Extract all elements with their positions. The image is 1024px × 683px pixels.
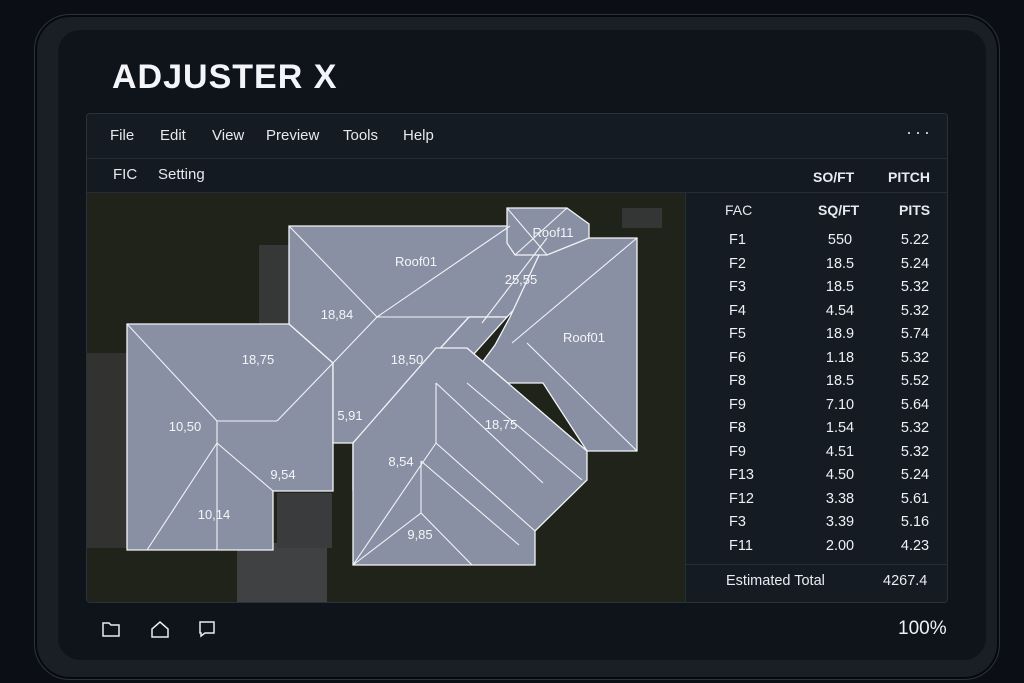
pitch-cell: 5.32 xyxy=(900,302,930,319)
pitch-cell: 5.52 xyxy=(900,373,930,389)
pitch-cell: 5.22 xyxy=(900,232,930,248)
facet-cell: F3 xyxy=(729,514,746,530)
facet-cell: F13 xyxy=(729,467,754,483)
pitch-cell: 5.61 xyxy=(900,490,930,507)
facet-cell: F3 xyxy=(729,279,746,295)
roof-label-9-54: 9,54 xyxy=(270,467,295,482)
roof-label-5-91: 5,91 xyxy=(337,408,362,423)
sqft-cell: 3.39 xyxy=(825,514,855,530)
pitch-cell: 5.24 xyxy=(900,467,930,483)
sqft-cell: 550 xyxy=(827,232,853,248)
table-row[interactable]: F5 18.9 5.74 xyxy=(686,326,947,349)
sqft-cell: 2.00 xyxy=(825,537,855,554)
sqft-cell: 4.50 xyxy=(825,467,855,483)
table-row[interactable]: F13 4.50 5.24 xyxy=(686,467,947,490)
pitch-cell: 5.32 xyxy=(900,349,930,366)
tab-fic[interactable]: FIC xyxy=(113,166,138,183)
roof-label-8-54: 8,54 xyxy=(388,454,413,469)
more-options-icon[interactable]: ··· xyxy=(906,122,933,142)
facet-cell: F12 xyxy=(729,490,754,507)
sqft-cell: 18.5 xyxy=(825,255,855,272)
pitch-cell: 4.23 xyxy=(900,537,930,554)
menu-view[interactable]: View xyxy=(212,127,245,144)
sqft-cell: 7.10 xyxy=(825,396,855,413)
facet-cell: F4 xyxy=(729,302,746,319)
column-pitch-header: PITCH xyxy=(888,169,930,185)
sqft-cell: 4.54 xyxy=(825,302,855,319)
facet-cell: F2 xyxy=(729,255,746,272)
pitch-cell: 5.16 xyxy=(900,514,930,530)
sqft-cell: 3.38 xyxy=(825,490,855,507)
comment-icon[interactable] xyxy=(196,618,218,640)
menu-preview[interactable]: Preview xyxy=(266,127,320,144)
pitch-cell: 5.64 xyxy=(900,396,930,413)
table-row[interactable]: F4 4.54 5.32 xyxy=(686,302,947,326)
estimated-total-row: Estimated Total 4267.4 xyxy=(686,564,947,602)
facet-cell: F8 xyxy=(729,373,746,389)
roof-label-18-75-b: 18,75 xyxy=(485,417,518,432)
estimated-total-value: 4267.4 xyxy=(883,573,928,589)
roof-label-18-75: 18,75 xyxy=(242,352,275,367)
roof-label-roof11: Roof11 xyxy=(533,225,574,240)
folder-icon[interactable] xyxy=(100,618,122,640)
table-row[interactable]: F8 1.54 5.32 xyxy=(686,420,947,443)
sqft-cell: 1.18 xyxy=(825,349,855,366)
facet-cell: F8 xyxy=(729,420,746,436)
menu-tools[interactable]: Tools xyxy=(343,127,379,144)
app-title: ADJUSTER X xyxy=(112,58,338,96)
sqft-cell: 18.5 xyxy=(825,279,855,295)
pitch-cell: 5.32 xyxy=(900,443,930,460)
table-row[interactable]: F8 18.5 5.52 xyxy=(686,373,947,396)
table-row[interactable]: F2 18.5 5.24 xyxy=(686,255,947,279)
sqft-cell: 1.54 xyxy=(825,420,855,436)
table-row[interactable]: F3 18.5 5.32 xyxy=(686,279,947,302)
menu-bar: File Edit View Preview Tools Help ··· xyxy=(87,114,947,159)
facet-cell: F5 xyxy=(729,326,746,342)
column-sqft-header: SO/FT xyxy=(813,169,855,185)
column-fac-header: FAC xyxy=(725,202,753,218)
facet-cell: F11 xyxy=(729,537,753,554)
roof-label-10-50: 10,50 xyxy=(169,419,202,434)
table-row[interactable]: F6 1.18 5.32 xyxy=(686,349,947,373)
tab-setting[interactable]: Setting xyxy=(158,166,205,183)
zoom-level[interactable]: 100% xyxy=(898,618,947,639)
table-row[interactable]: F3 3.39 5.16 xyxy=(686,514,947,537)
roof-diagram[interactable]: Roof01 Roof11 25,55 Roof01 18,84 18,75 1… xyxy=(87,193,685,602)
toolbar: FIC Setting SO/FT PITCH xyxy=(87,159,947,193)
home-icon[interactable] xyxy=(149,618,171,640)
table-row[interactable]: F9 7.10 5.64 xyxy=(686,396,947,420)
roof-label-roof01: Roof01 xyxy=(395,254,437,269)
facet-cell: F1 xyxy=(729,232,746,248)
column-pits-header: PITS xyxy=(899,202,931,218)
roof-map[interactable]: Roof01 Roof11 25,55 Roof01 18,84 18,75 1… xyxy=(87,193,685,602)
pitch-cell: 5.74 xyxy=(900,326,930,342)
pitch-cell: 5.32 xyxy=(900,420,930,436)
sqft-cell: 18.9 xyxy=(825,326,855,342)
table-row[interactable]: F11 2.00 4.23 xyxy=(686,537,947,561)
estimated-total-label: Estimated Total xyxy=(726,573,825,589)
menu-edit[interactable]: Edit xyxy=(160,127,186,144)
roof-label-18-50: 18,50 xyxy=(391,352,424,367)
roof-label-10-14: 10,14 xyxy=(198,507,231,522)
table-row[interactable]: F9 4.51 5.32 xyxy=(686,443,947,467)
roof-label-18-84: 18,84 xyxy=(321,307,354,322)
sqft-cell: 4.51 xyxy=(825,443,855,460)
pitch-cell: 5.32 xyxy=(900,279,930,295)
facet-cell: F9 xyxy=(729,396,746,413)
table-row[interactable]: F1 550 5.22 xyxy=(686,232,947,255)
menu-file[interactable]: File xyxy=(110,127,135,144)
menu-help[interactable]: Help xyxy=(403,127,434,144)
roof-label-25-55: 25,55 xyxy=(505,272,538,287)
column-sqft-subheader: SQ/FT xyxy=(818,202,860,218)
sqft-cell: 18.5 xyxy=(825,373,855,389)
roof-label-roof01-b: Roof01 xyxy=(563,330,605,345)
app-window: File Edit View Preview Tools Help ··· FI… xyxy=(86,113,948,603)
pitch-cell: 5.24 xyxy=(900,255,930,272)
table-row[interactable]: F12 3.38 5.61 xyxy=(686,490,947,514)
facet-cell: F6 xyxy=(729,349,746,366)
facet-cell: F9 xyxy=(729,443,746,460)
roof-label-9-85: 9,85 xyxy=(407,527,432,542)
